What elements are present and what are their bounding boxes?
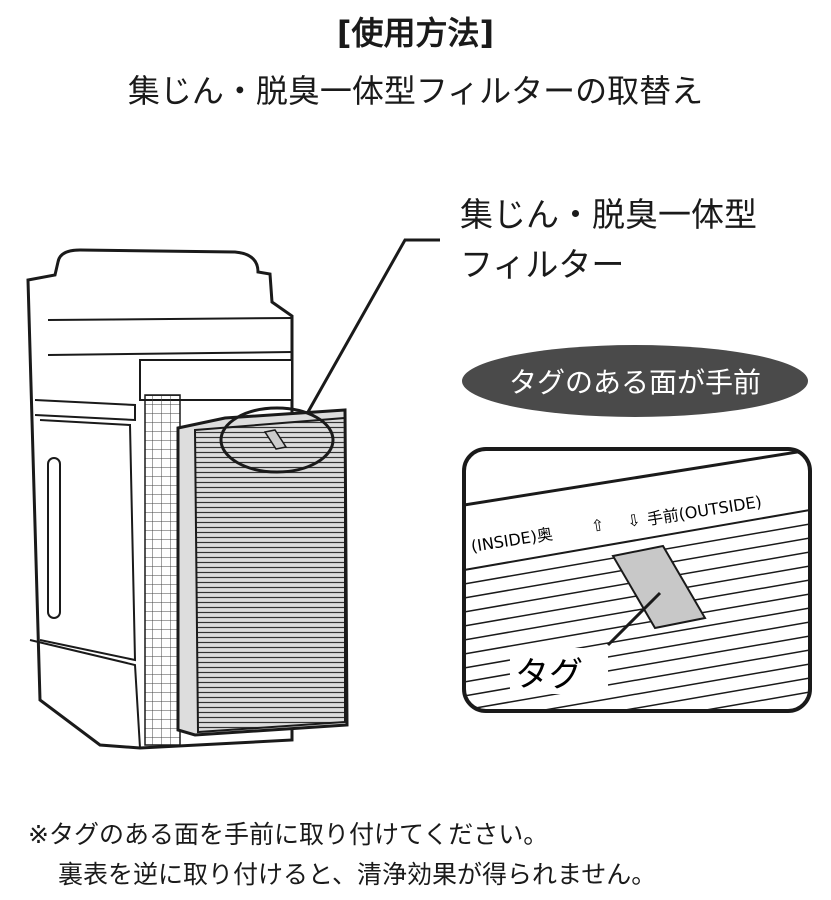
arrow-up-icon: ⇧ bbox=[590, 515, 606, 536]
filter-stripe bbox=[464, 691, 810, 711]
filter-stripe bbox=[464, 663, 810, 711]
filter-stripe bbox=[464, 593, 810, 655]
callout-line-2: フィルター bbox=[460, 245, 625, 284]
filter-stripe bbox=[464, 579, 810, 641]
page-title: [使用方法] bbox=[336, 14, 495, 52]
page-subtitle: 集じん・脱臭一体型フィルターの取替え bbox=[127, 72, 704, 110]
filter-callout-label: 集じん・脱臭一体型 フィルター bbox=[460, 190, 757, 290]
tag-shape bbox=[611, 544, 707, 630]
filter-drawing bbox=[176, 238, 440, 737]
note-line-1: ※タグのある面を手前に取り付けてください。 bbox=[28, 820, 549, 849]
callout-line-1: 集じん・脱臭一体型 bbox=[460, 195, 757, 234]
tag-label: タグ bbox=[515, 655, 583, 695]
tag-detail-panel: タグ (INSIDE)奥 ⇧ ⇩ 手前(OUTSIDE) bbox=[462, 447, 812, 713]
tag-side-front-badge: タグのある面が手前 bbox=[462, 345, 808, 417]
note-line-2: 裏表を逆に取り付けると、清浄効果が得られません。 bbox=[58, 860, 657, 889]
filter-stripe bbox=[464, 677, 810, 711]
filter-stripe bbox=[464, 649, 810, 711]
arrow-down-icon: ⇩ bbox=[626, 510, 642, 531]
